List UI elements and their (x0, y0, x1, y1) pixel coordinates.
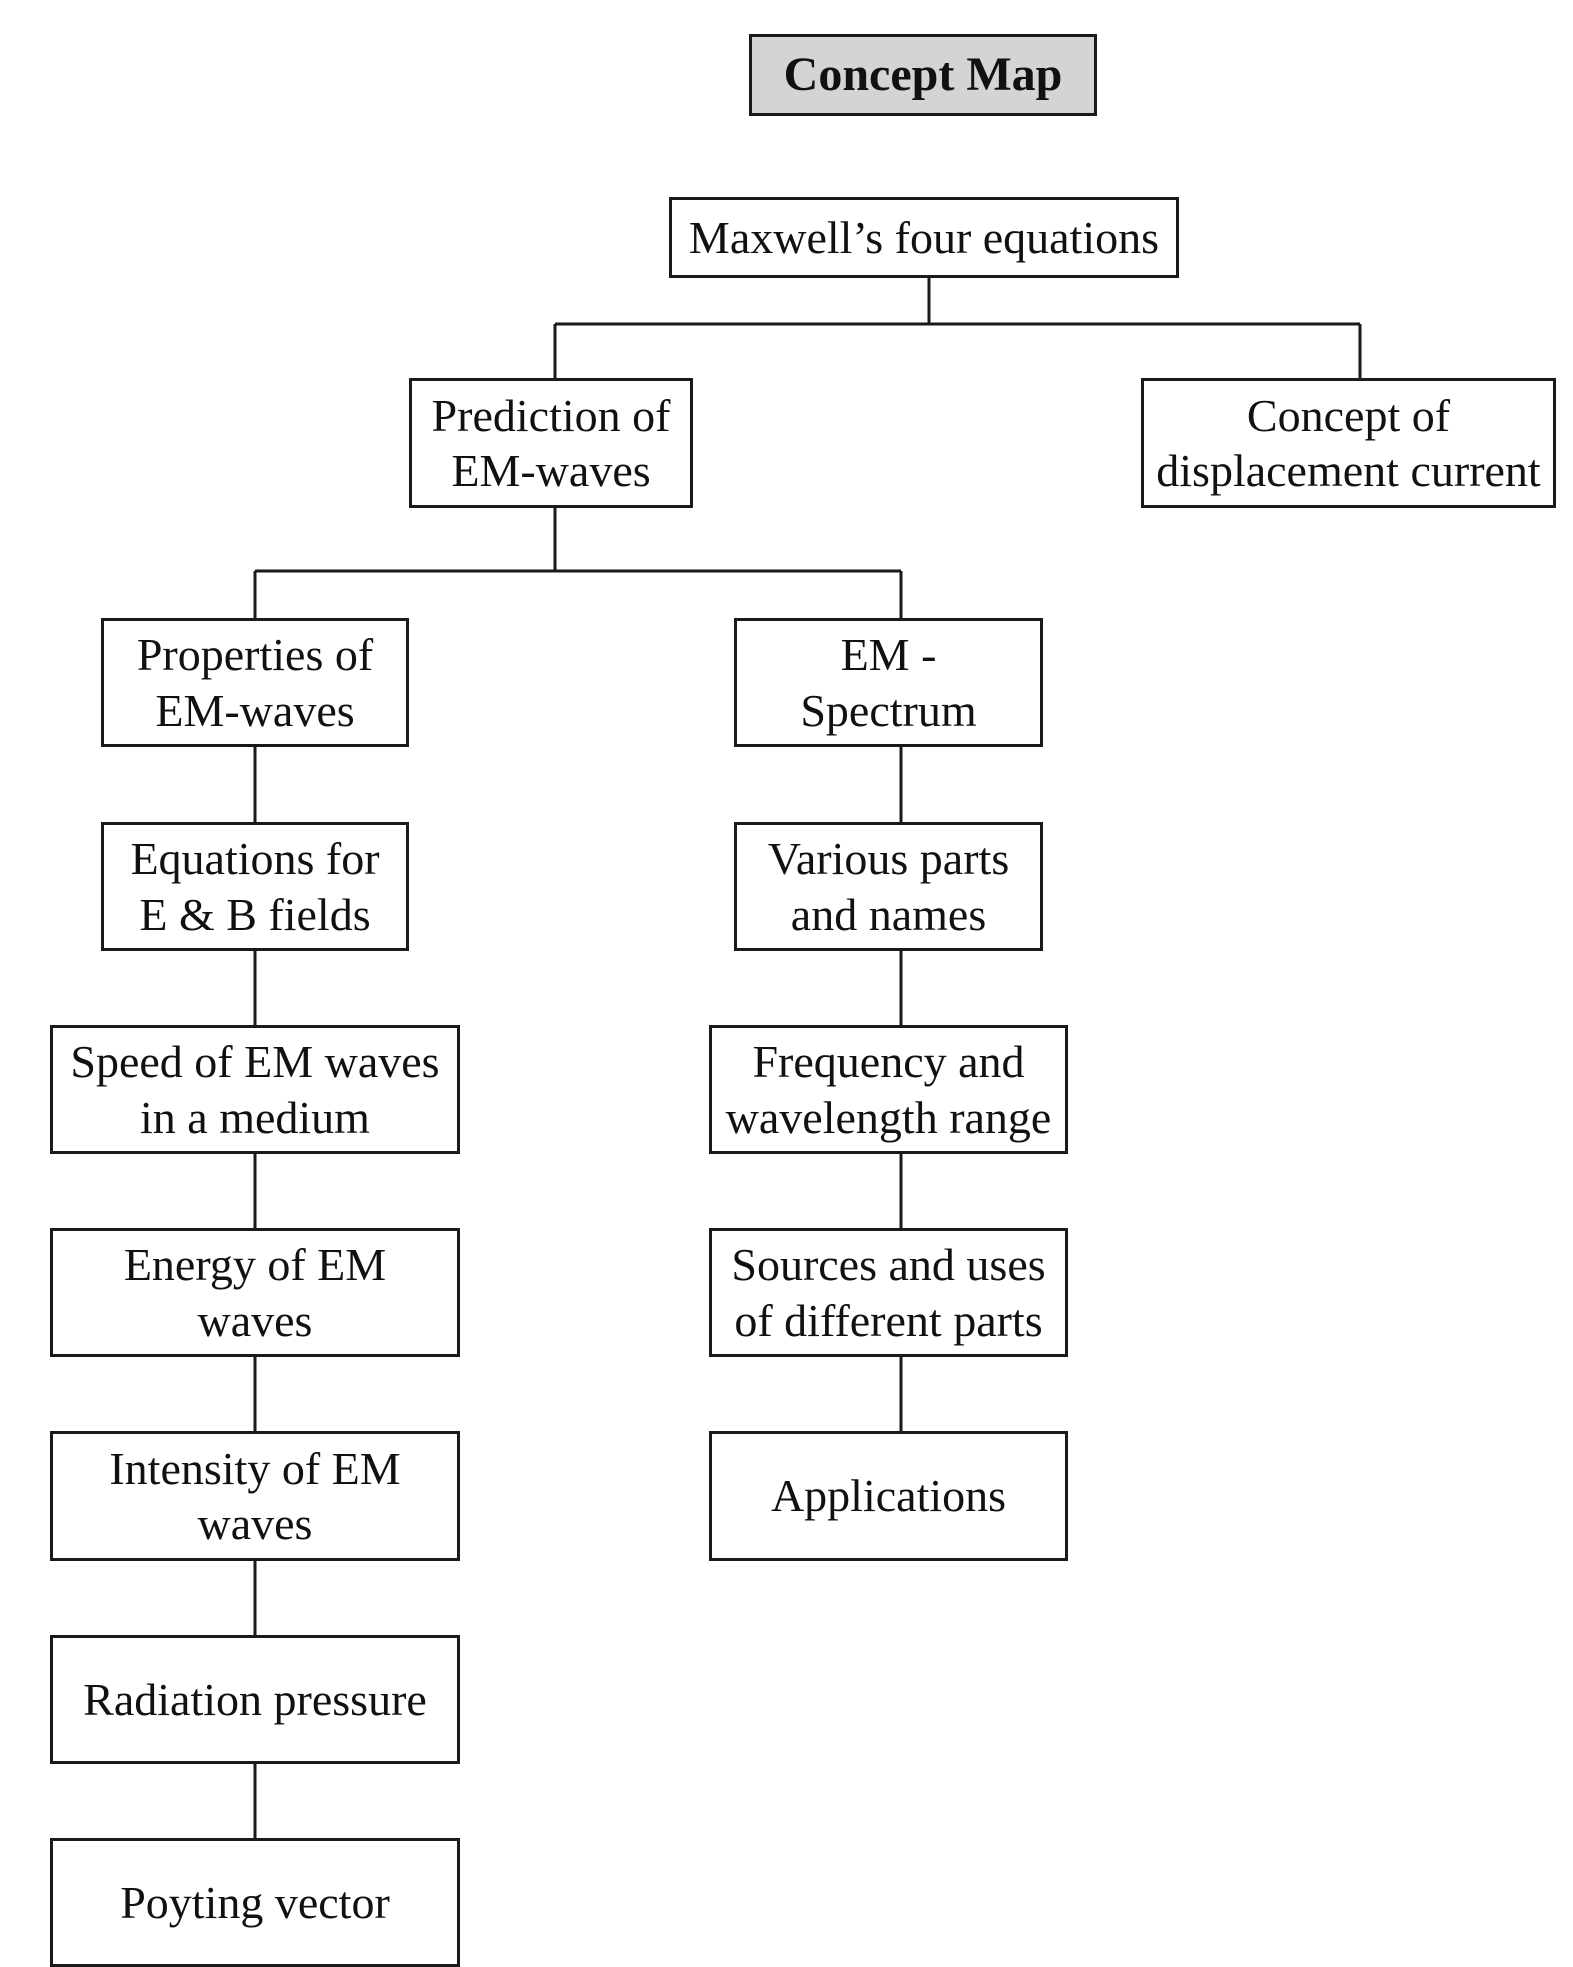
node-text-line: Properties of (136, 629, 374, 681)
node-text-line: Frequency and (752, 1036, 1025, 1088)
node-text-line: waves (197, 1498, 313, 1549)
node-text-line: EM-waves (451, 445, 651, 496)
node-equations-e-b-fields: Equations for E & B fields (101, 822, 409, 951)
node-text-line: Equations for (130, 833, 380, 885)
node-various-parts-names: Various parts and names (734, 822, 1043, 951)
node-applications: Applications (709, 1431, 1068, 1561)
node-text-line: Concept of (1246, 389, 1451, 441)
node-text-line: of different parts (734, 1294, 1043, 1346)
node-prediction-em-waves: Prediction of EM-waves (409, 378, 693, 508)
node-displacement-current: Concept of displacement current (1141, 378, 1556, 508)
node-text-line: Applications (770, 1470, 1007, 1522)
node-sources-uses: Sources and uses of different parts (709, 1228, 1068, 1357)
node-poyting-vector: Poyting vector (50, 1838, 460, 1967)
node-intensity-em-waves: Intensity of EM waves (50, 1431, 460, 1561)
node-text-line: waves (197, 1294, 313, 1346)
node-text-line: Poyting vector (120, 1876, 390, 1928)
node-text-line: and names (790, 888, 987, 940)
node-text-line: Various parts (767, 833, 1010, 885)
node-em-spectrum: EM - Spectrum (734, 618, 1043, 747)
node-text-line: displacement current (1156, 445, 1541, 496)
node-properties-em-waves: Properties of EM-waves (101, 618, 409, 747)
node-text-line: EM - Spectrum (800, 629, 977, 736)
node-text-line: Energy of EM (123, 1239, 387, 1291)
concept-map-title: Concept Map (749, 34, 1097, 116)
node-maxwell-equations: Maxwell’s four equations (669, 197, 1179, 278)
node-text-line: Prediction of (431, 389, 671, 441)
node-energy-em-waves: Energy of EM waves (50, 1228, 460, 1357)
node-text-line: Intensity of EM (109, 1442, 401, 1494)
node-text-line: EM-waves (155, 684, 355, 736)
node-text-line: wavelength range (725, 1091, 1052, 1143)
node-text-line: Speed of EM waves (70, 1036, 440, 1088)
node-text-line: in a medium (140, 1091, 370, 1143)
title-text: Concept Map (783, 48, 1063, 102)
node-speed-em-waves: Speed of EM waves in a medium (50, 1025, 460, 1154)
node-text-line: E & B fields (139, 888, 371, 940)
node-text-line: Sources and uses (731, 1239, 1046, 1291)
node-text-line: Maxwell’s four equations (688, 211, 1160, 263)
node-radiation-pressure: Radiation pressure (50, 1635, 460, 1764)
node-frequency-wavelength-range: Frequency and wavelength range (709, 1025, 1068, 1154)
node-text-line: Radiation pressure (83, 1673, 427, 1725)
